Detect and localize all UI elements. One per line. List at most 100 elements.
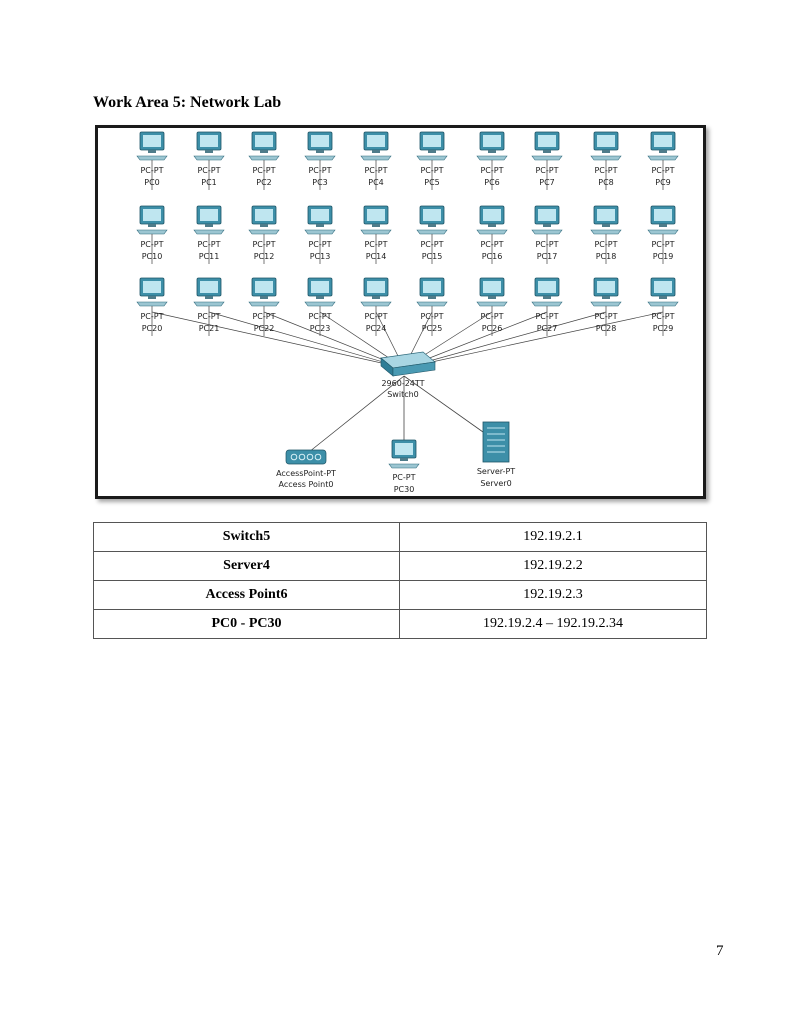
pc-node: PC-PT PC12	[248, 205, 280, 264]
cable-link	[303, 375, 405, 457]
pc-name-label: PC3	[312, 178, 328, 187]
pc-type-label: PC-PT	[480, 240, 503, 249]
pc-node: PC-PT PC27	[531, 277, 563, 336]
pc-name-label: PC11	[199, 252, 220, 261]
pc-name-label: PC16	[482, 252, 503, 261]
section-heading: Work Area 5: Network Lab	[93, 94, 282, 111]
pc-name-label: PC6	[484, 178, 500, 187]
pc-type-label: PC-PT	[197, 240, 220, 249]
pc-type-label: PC-PT	[252, 312, 275, 321]
pc-name-label: PC12	[254, 252, 275, 261]
pc-type-label: PC-PT	[535, 240, 558, 249]
table-row: Server4 192.19.2.2	[93, 551, 707, 581]
pc-type-label: PC-PT	[252, 240, 275, 249]
pc-node: PC-PT PC18	[590, 205, 622, 264]
cable-link	[151, 311, 405, 369]
pc-type-label: PC-PT	[140, 240, 163, 249]
pc-name-label: PC8	[598, 178, 614, 187]
pc-node: PC-PT PC7	[531, 131, 563, 190]
pc-name-label: PC24	[366, 324, 387, 333]
pc30-name-label: PC30	[394, 485, 415, 494]
pc-node: PC-PT PC1	[193, 131, 225, 190]
switch-model-label: 2960-24TT	[381, 379, 424, 388]
access-point-name-label: Access Point0	[279, 480, 334, 489]
pc-node: PC-PT PC2	[248, 131, 280, 190]
pc-name-label: PC0	[144, 178, 160, 187]
pc-name-label: PC26	[482, 324, 503, 333]
pc-node: PC-PT PC14	[360, 205, 392, 264]
pc-type-label: PC-PT	[535, 166, 558, 175]
pc-name-label: PC5	[424, 178, 440, 187]
ip-cell: 192.19.2.3	[399, 580, 707, 610]
pc-type-label: PC-PT	[140, 166, 163, 175]
pc-node: PC-PT PC6	[476, 131, 508, 190]
cable-link	[208, 311, 405, 369]
table-row: Switch5 192.19.2.1	[93, 522, 707, 552]
cable-link	[403, 311, 607, 369]
pc-node: PC-PT PC19	[647, 205, 679, 264]
pc-type-label: PC-PT	[140, 312, 163, 321]
pc-name-label: PC23	[310, 324, 331, 333]
pc-name-label: PC9	[655, 178, 671, 187]
pc-name-label: PC1	[201, 178, 217, 187]
table-row: Access Point6 192.19.2.3	[93, 580, 707, 610]
pc-type-label: PC-PT	[308, 166, 331, 175]
pc-node: PC-PT PC9	[647, 131, 679, 190]
device-nodes: PC-PTPC0PC-PTPC1PC-PTPC2PC-PTPC3PC-PTPC4…	[136, 131, 679, 494]
pc-node: PC-PT PC3	[304, 131, 336, 190]
pc-name-label: PC7	[539, 178, 555, 187]
ip-cell: 192.19.2.4 – 192.19.2.34	[399, 609, 707, 639]
switch-name-label: Switch0	[387, 390, 419, 399]
cable-link	[403, 311, 664, 369]
pc-type-label: PC-PT	[308, 240, 331, 249]
pc-name-label: PC25	[422, 324, 443, 333]
cable-links	[151, 311, 664, 457]
server-model-label: Server-PT	[477, 467, 515, 476]
pc-type-label: PC-PT	[364, 240, 387, 249]
pc-name-label: PC14	[366, 252, 387, 261]
pc-type-label: PC-PT	[651, 240, 674, 249]
switch-node: 2960-24TT Switch0	[380, 351, 436, 399]
pc-type-label: PC-PT	[197, 166, 220, 175]
pc-type-label: PC-PT	[420, 240, 443, 249]
pc-type-label: PC-PT	[480, 166, 503, 175]
pc-name-label: PC28	[596, 324, 617, 333]
pc-type-label: PC-PT	[420, 312, 443, 321]
pc-name-label: PC2	[256, 178, 272, 187]
pc-node: PC-PT PC5	[416, 131, 448, 190]
device-cell: Switch5	[93, 522, 400, 552]
pc-name-label: PC19	[653, 252, 674, 261]
pc-type-label: PC-PT	[308, 312, 331, 321]
access-point-model-label: AccessPoint-PT	[276, 469, 336, 478]
pc-name-label: PC10	[142, 252, 163, 261]
pc-node: PC-PT PC0	[136, 131, 168, 190]
pc-type-label: PC-PT	[594, 240, 617, 249]
pc-type-label: PC-PT	[535, 312, 558, 321]
pc-node: PC-PT PC11	[193, 205, 225, 264]
cable-link	[263, 311, 405, 369]
pc-name-label: PC15	[422, 252, 443, 261]
pc-type-label: PC-PT	[651, 166, 674, 175]
network-topology-svg: PC-PTPC0PC-PTPC1PC-PTPC2PC-PTPC3PC-PTPC4…	[136, 131, 679, 494]
device-cell: PC0 - PC30	[93, 609, 400, 639]
pc-type-label: PC-PT	[420, 166, 443, 175]
pc-type-label: PC-PT	[364, 166, 387, 175]
server-name-label: Server0	[480, 479, 511, 488]
pc-name-label: PC27	[537, 324, 558, 333]
ip-cell: 192.19.2.1	[399, 522, 707, 552]
pc-type-label: PC-PT	[252, 166, 275, 175]
table-row: PC0 - PC30 192.19.2.4 – 192.19.2.34	[93, 609, 707, 639]
access-point-node: AccessPoint-PT Access Point0	[276, 449, 336, 489]
pc-type-label: PC-PT	[197, 312, 220, 321]
device-cell: Access Point6	[93, 580, 400, 610]
pc-node: PC-PT PC16	[476, 205, 508, 264]
pc-name-label: PC18	[596, 252, 617, 261]
